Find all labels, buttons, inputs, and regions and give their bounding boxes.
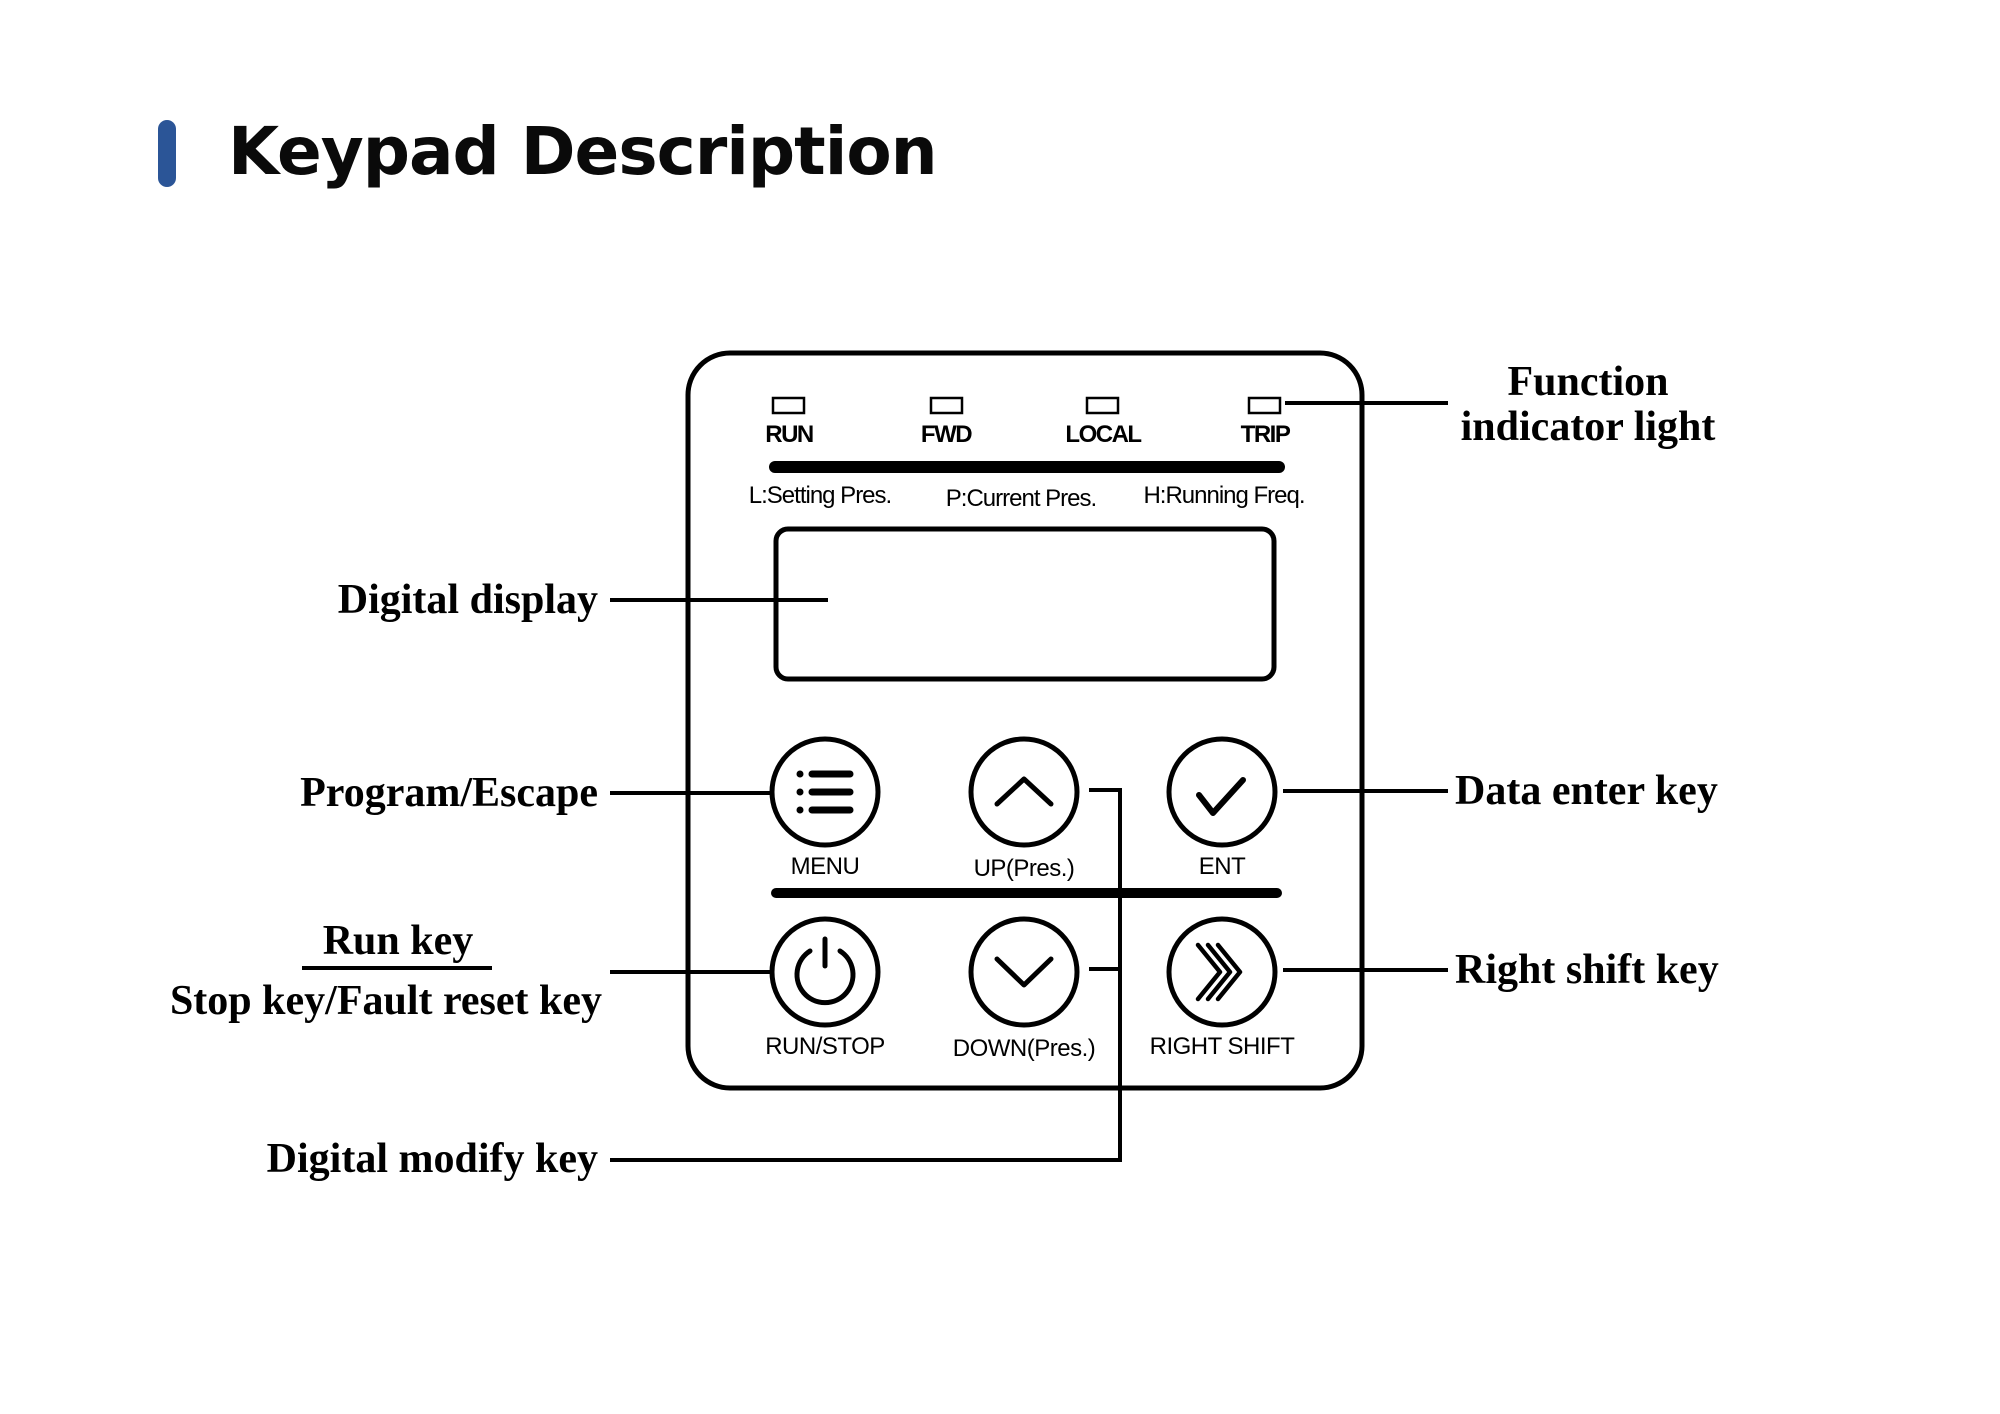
led-icon <box>1085 396 1120 415</box>
leader-digital-modify <box>610 788 1122 1162</box>
key-label: DOWN(Pres.) <box>953 1035 1095 1062</box>
key-label: UP(Pres.) <box>974 855 1075 882</box>
callout-right-shift: Right shift key <box>1455 947 1719 993</box>
callout-stop-fault-reset: Stop key/Fault reset key <box>170 978 602 1024</box>
indicator-label: LOCAL <box>1065 421 1141 448</box>
key-label: MENU <box>791 853 860 880</box>
indicator-fwd: FWD <box>921 396 974 448</box>
menu-list-icon <box>796 770 854 814</box>
up-key[interactable]: UP(Pres.) <box>968 736 1080 882</box>
checkmark-icon <box>1196 777 1246 816</box>
callout-digital-modify: Digital modify key <box>267 1136 598 1182</box>
led-icon <box>929 396 964 415</box>
down-key[interactable]: DOWN(Pres.) <box>953 916 1096 1062</box>
callout-run-key: Run key <box>323 918 474 964</box>
run-stop-key[interactable]: RUN/STOP <box>765 916 885 1060</box>
callout-digital-display: Digital display <box>338 577 598 623</box>
key-label: ENT <box>1199 853 1246 880</box>
led-icon <box>1247 396 1282 415</box>
chevron-up-icon <box>994 776 1054 807</box>
menu-key[interactable]: MENU <box>769 736 881 880</box>
display-mode-setting-pres: L:Setting Pres. <box>749 482 891 509</box>
digital-display-screen <box>773 526 1277 682</box>
indicator-trip: TRIP <box>1241 396 1292 448</box>
callout-function-indicator-line1: Function <box>1507 359 1668 405</box>
callout-data-enter: Data enter key <box>1455 768 1718 814</box>
callout-function-indicator-line2: indicator light <box>1461 404 1716 450</box>
right-shift-key[interactable]: RIGHT SHIFT <box>1150 916 1296 1060</box>
indicator-label: FWD <box>921 421 972 448</box>
display-mode-current-pres: P:Current Pres. <box>946 485 1096 512</box>
title-accent-bar <box>158 120 176 187</box>
chevron-down-icon <box>994 956 1054 988</box>
keypad-body <box>685 350 1365 1091</box>
power-icon <box>794 936 856 1006</box>
callout-program-escape: Program/Escape <box>300 770 598 816</box>
triple-chevron-right-icon <box>1195 942 1243 1002</box>
ent-key[interactable]: ENT <box>1166 736 1278 880</box>
indicator-run: RUN <box>765 396 814 448</box>
display-mode-running-freq: H:Running Freq. <box>1143 482 1304 509</box>
indicator-label: TRIP <box>1241 421 1291 448</box>
indicator-label: RUN <box>765 421 813 448</box>
key-label: RUN/STOP <box>765 1033 885 1060</box>
indicator-local: LOCAL <box>1065 396 1143 448</box>
led-icon <box>771 396 806 415</box>
key-label: RIGHT SHIFT <box>1150 1033 1296 1060</box>
page-title: Keypad Description <box>228 113 937 190</box>
